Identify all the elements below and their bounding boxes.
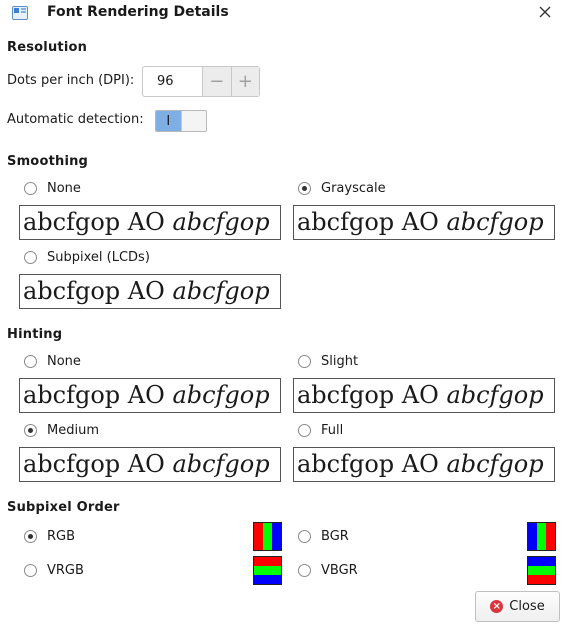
- radio-button[interactable]: [298, 530, 311, 543]
- option-label: VRGB: [47, 563, 84, 578]
- smoothing-sample-subpixel[interactable]: abcfgop AO abcfgop: [19, 274, 281, 309]
- sample-italic: abcfgop: [446, 208, 544, 236]
- dpi-decrement-button[interactable]: −: [202, 67, 231, 96]
- bgr-swatch-icon: [527, 522, 556, 551]
- dpi-input[interactable]: 96: [157, 74, 174, 89]
- hinting-sample-none[interactable]: abcfgop AO abcfgop: [19, 378, 281, 413]
- swatch-stripe: [528, 557, 555, 566]
- option-label: None: [47, 181, 81, 196]
- dpi-label: Dots per inch (DPI):: [7, 73, 135, 88]
- sample-regular: abcfgop AO: [23, 208, 173, 236]
- option-label: Subpixel (LCDs): [47, 250, 150, 265]
- subpixel-order-heading: Subpixel Order: [7, 500, 120, 515]
- swatch-stripe: [254, 575, 281, 584]
- radio-button[interactable]: [24, 182, 37, 195]
- sample-regular: abcfgop AO: [23, 277, 173, 305]
- radio-button-checked[interactable]: [298, 182, 311, 195]
- swatch-stripe: [254, 523, 263, 550]
- sample-italic: abcfgop: [172, 277, 270, 305]
- radio-button[interactable]: [24, 564, 37, 577]
- sample-regular: abcfgop AO: [23, 450, 173, 478]
- dpi-increment-button[interactable]: +: [230, 67, 259, 96]
- hinting-option-slight[interactable]: Slight: [298, 354, 358, 369]
- option-label: BGR: [321, 529, 349, 544]
- smoothing-sample-grayscale[interactable]: abcfgop AO abcfgop: [293, 205, 555, 240]
- vbgr-swatch-icon: [527, 556, 556, 585]
- hinting-heading: Hinting: [7, 327, 63, 342]
- sample-regular: abcfgop AO: [23, 381, 173, 409]
- sample-italic: abcfgop: [446, 450, 544, 478]
- sample-italic: abcfgop: [172, 208, 270, 236]
- smoothing-heading: Smoothing: [7, 154, 89, 169]
- hinting-sample-slight[interactable]: abcfgop AO abcfgop: [293, 378, 555, 413]
- option-label: Medium: [47, 423, 99, 438]
- radio-button[interactable]: [24, 355, 37, 368]
- option-label: VBGR: [321, 563, 358, 578]
- subpixel-option-rgb[interactable]: RGB: [24, 529, 75, 544]
- smoothing-option-subpixel[interactable]: Subpixel (LCDs): [24, 250, 150, 265]
- subpixel-option-vbgr[interactable]: VBGR: [298, 563, 358, 578]
- sample-italic: abcfgop: [446, 381, 544, 409]
- smoothing-sample-none[interactable]: abcfgop AO abcfgop: [19, 205, 281, 240]
- option-label: None: [47, 354, 81, 369]
- close-icon[interactable]: [537, 4, 553, 20]
- radio-button-checked[interactable]: [24, 424, 37, 437]
- rgb-swatch-icon: [253, 522, 282, 551]
- subpixel-option-vrgb[interactable]: VRGB: [24, 563, 84, 578]
- subpixel-option-bgr[interactable]: BGR: [298, 529, 349, 544]
- switch-on-indicator: I: [156, 111, 181, 131]
- resolution-heading: Resolution: [7, 40, 88, 55]
- smoothing-option-none[interactable]: None: [24, 181, 81, 196]
- radio-button[interactable]: [24, 251, 37, 264]
- sample-italic: abcfgop: [172, 450, 270, 478]
- hinting-option-none[interactable]: None: [24, 354, 81, 369]
- radio-button-checked[interactable]: [24, 530, 37, 543]
- option-label: Full: [321, 423, 344, 438]
- option-label: RGB: [47, 529, 76, 544]
- swatch-stripe: [528, 575, 555, 584]
- close-circle-icon: ×: [490, 600, 504, 613]
- swatch-stripe: [272, 523, 281, 550]
- swatch-stripe: [254, 566, 281, 575]
- option-label: Slight: [321, 354, 359, 369]
- swatch-stripe: [528, 523, 537, 550]
- swatch-stripe: [546, 523, 555, 550]
- close-button[interactable]: × Close: [475, 591, 560, 622]
- close-button-label: Close: [509, 599, 545, 614]
- sample-regular: abcfgop AO: [297, 381, 447, 409]
- hinting-option-full[interactable]: Full: [298, 423, 343, 438]
- sample-regular: abcfgop AO: [297, 208, 447, 236]
- window-title: Font Rendering Details: [47, 4, 229, 20]
- swatch-stripe: [528, 566, 555, 575]
- smoothing-option-grayscale[interactable]: Grayscale: [298, 181, 386, 196]
- auto-detection-label: Automatic detection:: [7, 112, 144, 127]
- swatch-stripe: [263, 523, 272, 550]
- hinting-sample-full[interactable]: abcfgop AO abcfgop: [293, 447, 555, 482]
- hinting-sample-medium[interactable]: abcfgop AO abcfgop: [19, 447, 281, 482]
- option-label: Grayscale: [321, 181, 386, 196]
- swatch-stripe: [254, 557, 281, 566]
- switch-knob: [180, 111, 206, 131]
- dpi-spinbutton[interactable]: 96 − +: [142, 66, 260, 97]
- font-settings-icon: [12, 6, 28, 20]
- radio-button[interactable]: [298, 564, 311, 577]
- vrgb-swatch-icon: [253, 556, 282, 585]
- auto-detection-switch[interactable]: I: [155, 110, 207, 132]
- radio-button[interactable]: [298, 355, 311, 368]
- sample-regular: abcfgop AO: [297, 450, 447, 478]
- sample-italic: abcfgop: [172, 381, 270, 409]
- radio-button[interactable]: [298, 424, 311, 437]
- swatch-stripe: [537, 523, 546, 550]
- hinting-option-medium[interactable]: Medium: [24, 423, 99, 438]
